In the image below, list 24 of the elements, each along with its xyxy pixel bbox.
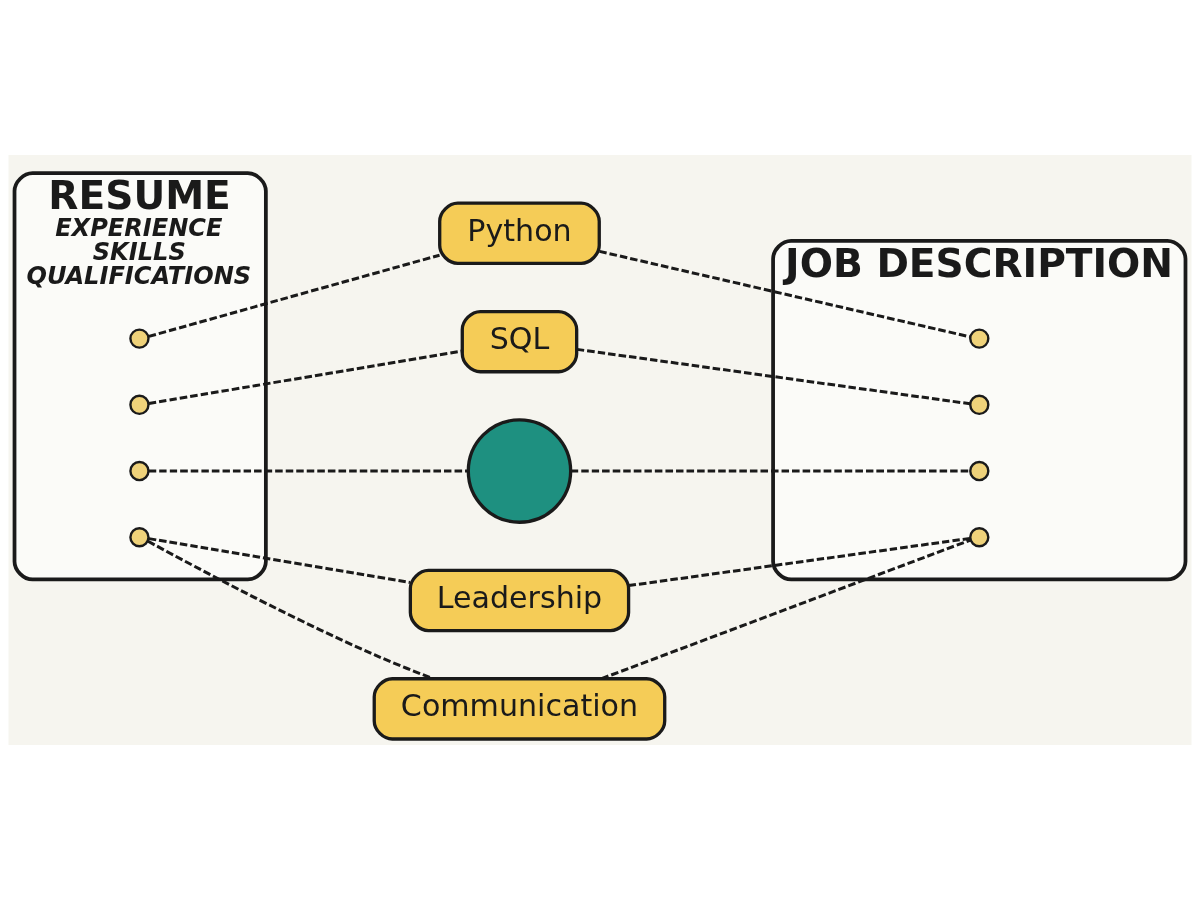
node-circle — [129, 460, 150, 482]
connector — [628, 536, 971, 588]
cluster: JOB DESCRIPTION — [771, 238, 1188, 582]
node-circle — [969, 328, 990, 349]
node-circle — [969, 527, 990, 548]
connector — [148, 537, 411, 584]
node-box: Python — [438, 201, 601, 266]
connector — [148, 469, 468, 473]
cluster: RESUME EXPERIENCE SKILLS QUALIFICATIONS — [12, 171, 268, 582]
node-box: Communication — [372, 677, 667, 741]
connector — [601, 538, 972, 680]
connector — [570, 469, 970, 473]
node-box: Leadership — [408, 568, 631, 633]
node-circle — [969, 394, 990, 416]
connector — [148, 349, 463, 405]
node-circle — [129, 328, 150, 349]
node-circle — [129, 394, 150, 416]
connector — [148, 253, 440, 338]
connector — [599, 249, 971, 339]
connector — [576, 347, 971, 406]
node-circle — [129, 527, 150, 548]
node-circle — [466, 418, 573, 524]
node-box: SQL — [460, 309, 579, 374]
node-circle — [969, 460, 990, 482]
